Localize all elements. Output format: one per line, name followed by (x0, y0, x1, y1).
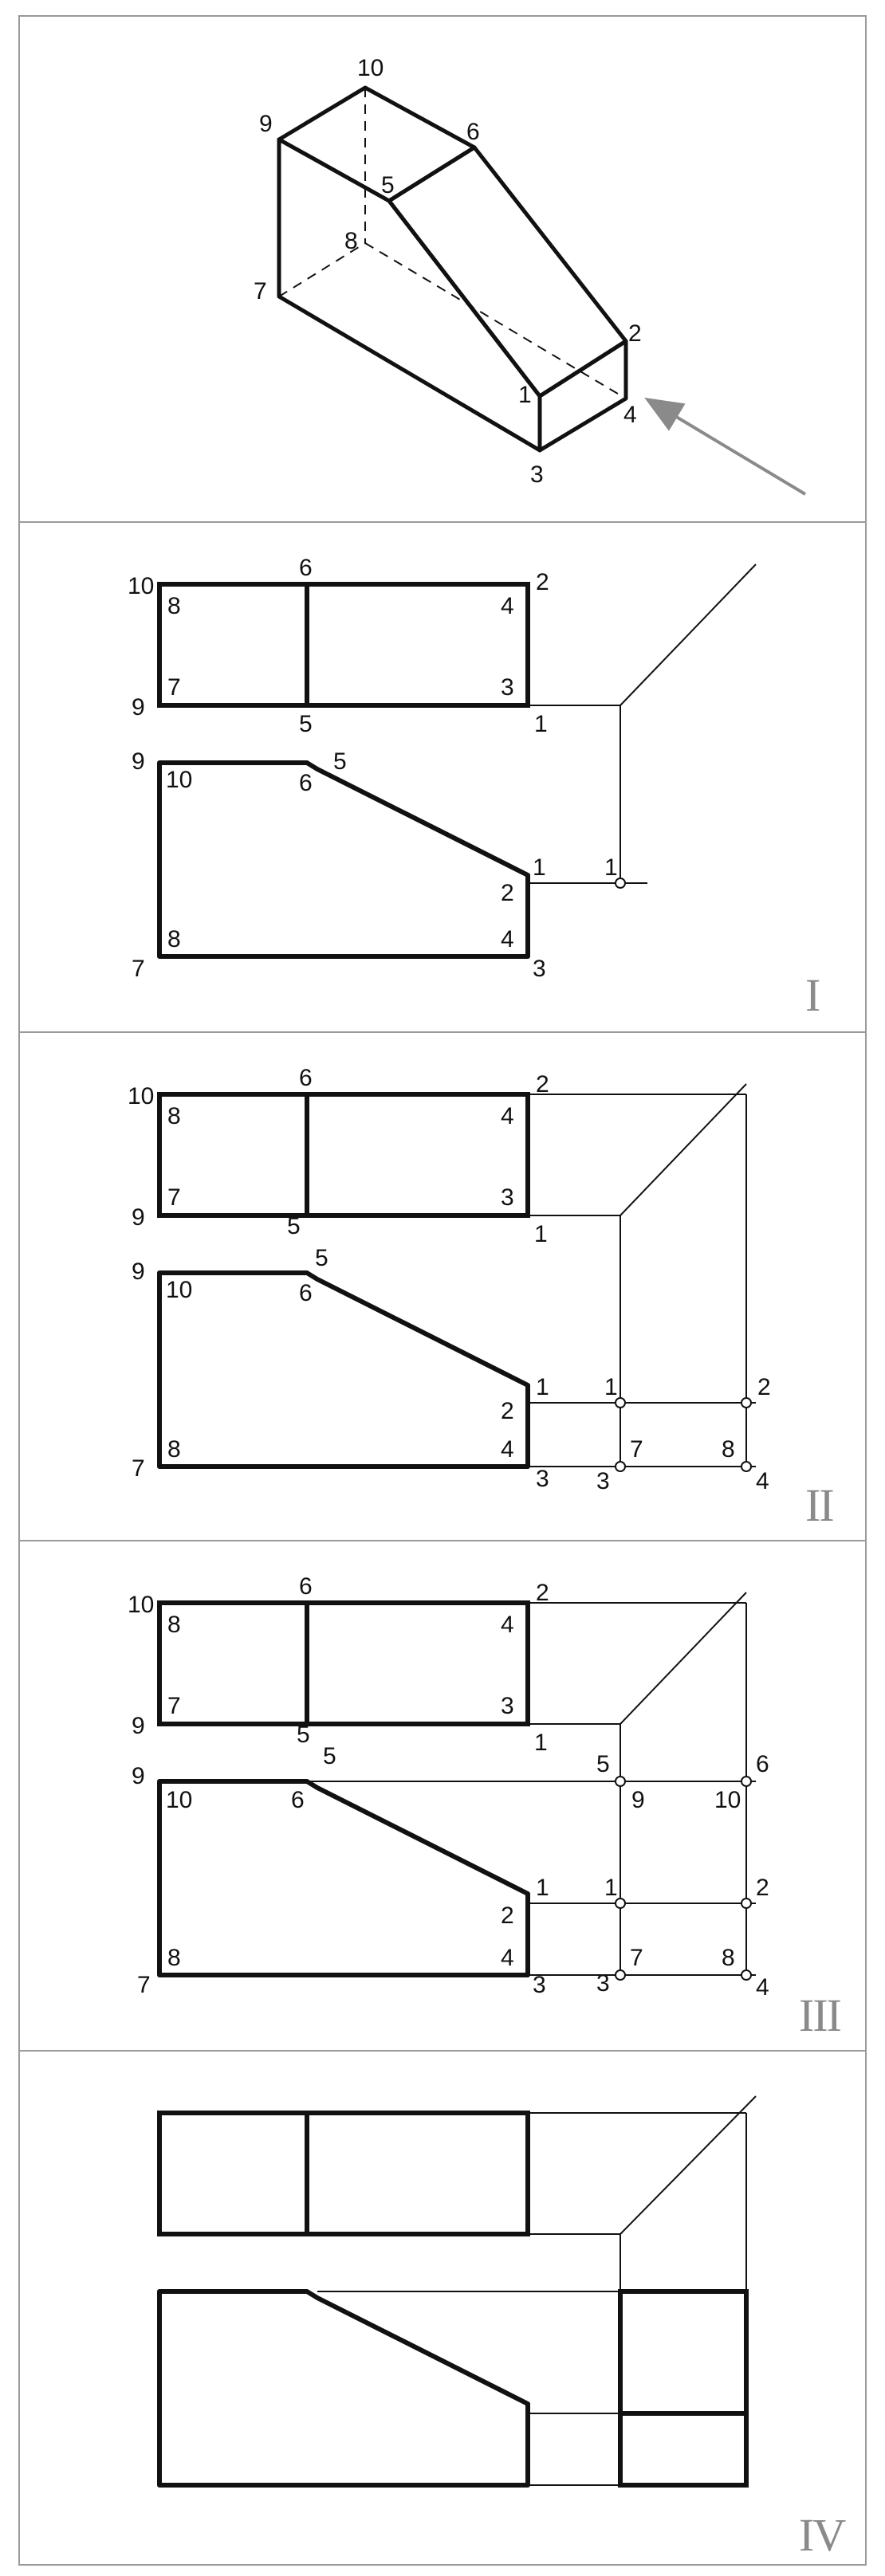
point-label: 4 (756, 1468, 769, 1494)
point-label: 7 (132, 1455, 145, 1482)
point-label: 8 (167, 926, 181, 952)
point-label: 2 (501, 1398, 514, 1424)
point-label: 2 (536, 569, 549, 595)
point-label: 9 (132, 1713, 145, 1739)
point-label: 6 (299, 770, 313, 796)
point-label: 1 (534, 711, 548, 737)
point-label: 6 (299, 1573, 313, 1600)
point-label: 10 (357, 55, 384, 81)
point-label: 9 (259, 111, 273, 137)
point-label: 4 (501, 1103, 514, 1129)
step-numeral: I (805, 969, 820, 1021)
point-label: 8 (167, 1103, 181, 1129)
point-label: 8 (167, 1436, 181, 1463)
point-label: 1 (604, 854, 618, 881)
point-label: 6 (299, 555, 313, 581)
point-label: 5 (381, 172, 395, 198)
step-2-panel: 10 6 2 8 4 7 3 9 5 1 9 10 6 5 1 2 8 4 7 … (128, 1065, 835, 1531)
point-label: 6 (466, 119, 480, 145)
point-label: 4 (501, 1612, 514, 1638)
point-label: 4 (623, 402, 637, 428)
point-label: 5 (315, 1245, 328, 1271)
point-label: 2 (536, 1580, 549, 1606)
point-label: 2 (536, 1071, 549, 1098)
point-label: 1 (518, 382, 532, 408)
point-label: 7 (137, 1972, 151, 1998)
point-label: 2 (757, 1374, 771, 1400)
point-label: 1 (536, 1875, 549, 1901)
point-label: 10 (166, 1787, 192, 1813)
point-label: 10 (166, 767, 192, 793)
point-label: 1 (534, 1221, 548, 1247)
point-label: 7 (167, 674, 181, 701)
point-label: 3 (501, 1184, 514, 1211)
point-label: 1 (534, 1730, 548, 1756)
point-label: 3 (530, 461, 544, 488)
point-label: 7 (132, 956, 145, 982)
point-label: 3 (596, 1468, 610, 1494)
point-label: 8 (344, 228, 358, 254)
step-numeral: III (799, 1989, 841, 2041)
point-label: 9 (132, 1259, 145, 1285)
step-3-panel: 10 6 2 8 4 7 3 9 5 1 9 10 6 5 1 2 8 4 7 … (128, 1573, 843, 2041)
pictorial-view: 10 9 6 5 8 7 2 1 4 3 (254, 55, 807, 496)
step-numeral: II (805, 1479, 833, 1531)
point-label: 2 (756, 1875, 769, 1901)
point-label: 10 (166, 1277, 192, 1303)
point-label: 9 (132, 694, 145, 721)
point-label: 10 (714, 1787, 741, 1813)
point-label: 10 (128, 1083, 154, 1109)
point-label: 8 (722, 1436, 735, 1463)
point-label: 3 (536, 1466, 549, 1492)
point-label: 7 (630, 1436, 643, 1463)
point-label: 8 (167, 593, 181, 619)
point-label: 3 (533, 1972, 546, 1998)
point-label: 10 (128, 1592, 154, 1618)
step-numeral: IV (799, 2509, 846, 2561)
step-1-panel: 10 6 2 8 4 7 3 9 5 1 9 10 6 5 1 2 8 4 7 … (128, 555, 821, 1021)
point-label: 4 (501, 1945, 514, 1971)
point-label: 6 (291, 1787, 305, 1813)
point-label: 9 (132, 1204, 145, 1231)
point-label: 5 (596, 1751, 610, 1777)
point-label: 1 (533, 854, 546, 881)
point-label: 3 (501, 1693, 514, 1719)
point-label: 3 (596, 1970, 610, 1997)
point-label: 7 (630, 1945, 643, 1971)
point-label: 1 (604, 1374, 618, 1400)
point-label: 6 (299, 1065, 313, 1091)
point-label: 6 (756, 1751, 769, 1777)
point-label: 1 (604, 1875, 618, 1901)
point-label: 9 (132, 1763, 145, 1789)
point-label: 5 (297, 1722, 310, 1748)
point-label: 7 (254, 278, 267, 304)
point-label: 4 (501, 593, 514, 619)
view-direction-arrow (644, 397, 807, 496)
point-label: 4 (756, 1974, 769, 2001)
point-label: 4 (501, 926, 514, 952)
point-label: 5 (333, 748, 347, 775)
step-4-panel: IV (157, 2095, 848, 2561)
point-label: 5 (323, 1743, 336, 1769)
point-label: 5 (299, 711, 313, 737)
point-label: 9 (631, 1787, 645, 1813)
point-label: 3 (533, 956, 546, 982)
point-label: 6 (299, 1280, 313, 1306)
point-label: 4 (501, 1436, 514, 1463)
point-label: 7 (167, 1184, 181, 1211)
point-label: 3 (501, 674, 514, 701)
point-label: 2 (628, 320, 642, 347)
point-label: 8 (167, 1612, 181, 1638)
point-label: 8 (722, 1945, 735, 1971)
point-label: 8 (167, 1945, 181, 1971)
point-label: 5 (287, 1213, 301, 1239)
point-label: 2 (501, 1903, 514, 1929)
point-label: 9 (132, 748, 145, 775)
point-label: 2 (501, 880, 514, 906)
point-label: 10 (128, 573, 154, 599)
outer-frame (18, 15, 867, 2566)
point-label: 1 (536, 1374, 549, 1400)
point-label: 7 (167, 1693, 181, 1719)
